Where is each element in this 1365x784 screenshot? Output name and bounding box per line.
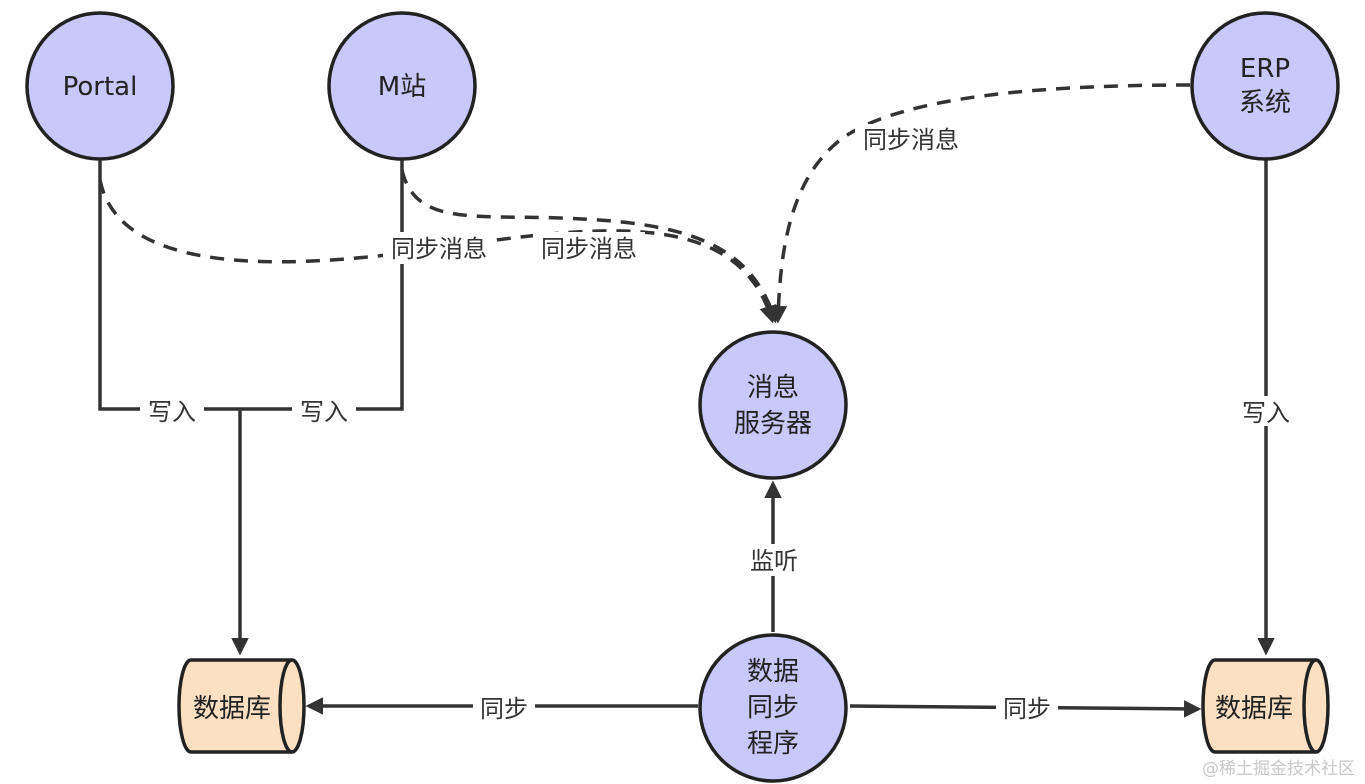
portal-node: Portal	[25, 11, 175, 161]
portal-write-edge	[98, 158, 240, 411]
right-database-label: 数据库	[1215, 694, 1293, 724]
sync-left-label: 同步	[480, 695, 528, 723]
portal-write-label: 写入	[148, 398, 196, 426]
sync-right-label: 同步	[1003, 695, 1051, 723]
sync-program-node: 数据 同步 程序	[698, 633, 848, 783]
message-server-label-line-2: 服务器	[734, 409, 812, 439]
portal-sync-msg-label: 同步消息	[391, 235, 487, 263]
m-site-write-edge	[240, 158, 404, 411]
erp-write-label: 写入	[1242, 399, 1290, 427]
erp-sync-msg-label: 同步消息	[863, 126, 959, 154]
left-database-label: 数据库	[193, 694, 271, 724]
m-site-sync-msg-label: 同步消息	[541, 235, 637, 263]
erp-node: ERP 系统	[1190, 11, 1340, 161]
watermark: @稀土掘金技术社区	[1202, 759, 1355, 779]
m-site-label: M站	[378, 72, 426, 102]
portal-label: Portal	[63, 72, 138, 102]
left-database-node: 数据库	[177, 658, 306, 754]
sync-program-label-line-3: 程序	[747, 729, 799, 759]
m-site-write-label: 写入	[300, 398, 348, 426]
listen-label: 监听	[750, 547, 798, 575]
right-database-node: 数据库	[1201, 658, 1330, 754]
message-server-label-line-1: 消息	[747, 373, 799, 403]
erp-label-line-2: 系统	[1239, 88, 1291, 118]
m-site-node: M站	[327, 11, 477, 161]
erp-sync-msg-edge	[769, 83, 1191, 324]
sync-program-label-line-1: 数据	[747, 657, 799, 687]
message-server-node: 消息 服务器	[698, 330, 848, 480]
m-site-sync-msg-edge	[400, 169, 780, 324]
erp-label-line-1: ERP	[1240, 54, 1290, 84]
sync-program-label-line-2: 同步	[747, 693, 799, 723]
